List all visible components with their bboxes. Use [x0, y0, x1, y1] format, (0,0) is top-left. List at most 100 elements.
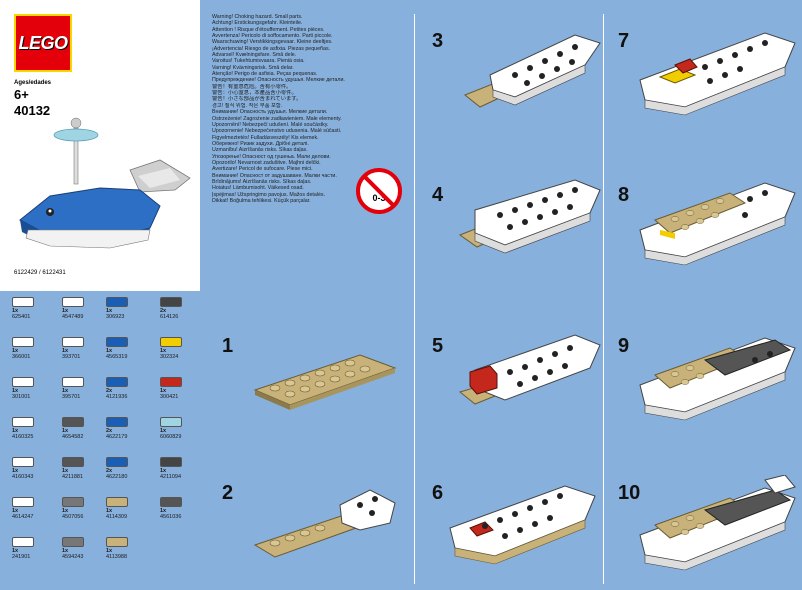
part-brick-icon: [12, 377, 34, 387]
warning-line: 警告：小心窒息，本產品含小零件。: [212, 90, 297, 97]
part-quantity: 1x: [12, 388, 19, 394]
cover-panel: LEGO Ages/edades 6+ 40132 6122429 / 6122…: [0, 0, 200, 290]
age-warning-badge: 0-3: [356, 168, 402, 214]
warning-line: 警告！小さな部品が含まれています。: [212, 96, 302, 103]
warning-line: Figyelmeztetés! Fulladásveszély! Kis ele…: [212, 134, 319, 141]
whale-model-image: [19, 117, 191, 249]
part-id: 366001: [12, 354, 31, 360]
warning-line: Uzmanību! Aizrīšanās risks. Sīkas daļas.: [212, 147, 308, 154]
part-id: 4547489: [62, 314, 84, 320]
part-id: 4211881: [62, 474, 84, 480]
warning-line: Brīdinājums! Aizrīšanās risks. Sīkas daļ…: [212, 178, 312, 185]
part-brick-icon: [106, 297, 128, 307]
part-brick-icon: [160, 417, 182, 427]
step-9-image: [639, 337, 796, 421]
step-6-image: [449, 485, 596, 565]
step-number-9: 9: [618, 335, 630, 357]
part-brick-icon: [106, 377, 128, 387]
warning-line: Varoitus! Tukehtumisvaara. Pieniä osia.: [212, 58, 305, 65]
warning-line: Hoiatus! Lämbumisoht. Väikesed osad.: [212, 185, 304, 192]
part-quantity: 2x: [106, 428, 113, 434]
step-1-image: [253, 354, 397, 410]
part-brick-icon: [160, 337, 182, 347]
part-id: 301001: [12, 394, 31, 400]
part-id: 4561036: [160, 514, 182, 520]
logo-text: LEGO: [18, 32, 68, 53]
part-quantity: 1x: [160, 508, 167, 514]
part-id: 395701: [62, 394, 81, 400]
part-brick-icon: [62, 497, 84, 507]
part-id: 241901: [12, 554, 31, 560]
step-number-5: 5: [432, 335, 444, 357]
warning-line: Upozornenie! Nebezpečenstvo udusenia. Ma…: [212, 128, 342, 135]
part-quantity: 1x: [160, 348, 167, 354]
part-quantity: 1x: [62, 348, 69, 354]
part-quantity: 1x: [62, 468, 69, 474]
part-brick-icon: [160, 297, 182, 307]
part-quantity: 1x: [160, 428, 167, 434]
part-id: 306923: [106, 314, 125, 320]
part-quantity: 1x: [62, 508, 69, 514]
part-quantity: 1x: [12, 548, 19, 554]
step-number-8: 8: [618, 184, 630, 206]
part-quantity: 2x: [106, 468, 113, 474]
step-number-7: 7: [618, 30, 630, 52]
warning-line: ¡Advertencia! Riesgo de asfixia. Piezas …: [212, 45, 331, 52]
part-quantity: 1x: [12, 428, 19, 434]
warning-line: Внимание! Опасность удушья. Мелкие детал…: [212, 109, 328, 116]
part-id: 4160343: [12, 474, 34, 480]
part-brick-icon: [106, 497, 128, 507]
part-quantity: 1x: [160, 388, 167, 394]
warning-line: Dikkat! Boğulma tehlikesi. Küçük parçala…: [212, 197, 311, 204]
step-number-4: 4: [432, 184, 444, 206]
ages-label: Ages/edades: [14, 80, 52, 86]
step-number-2: 2: [222, 482, 234, 504]
step-number-10: 10: [618, 482, 641, 504]
warning-line: Avertizare! Pericol de sufocare. Piese m…: [212, 166, 313, 173]
set-number: 40132: [14, 103, 51, 118]
part-id: 4121936: [106, 394, 128, 400]
part-quantity: 1x: [62, 308, 69, 314]
part-brick-icon: [62, 297, 84, 307]
part-id: 4614247: [12, 514, 34, 520]
part-brick-icon: [62, 417, 84, 427]
part-brick-icon: [160, 457, 182, 467]
part-quantity: 1x: [106, 508, 113, 514]
part-id: 300421: [160, 394, 179, 400]
age-badge-label: 0-3: [372, 193, 386, 203]
warning-line: Warning! Choking hazard. Small parts.: [212, 14, 303, 20]
divider-vertical-2: [603, 14, 604, 584]
warning-line: Обережно! Ризик задухи. Дрібні деталі.: [212, 140, 309, 147]
part-quantity: 1x: [12, 468, 19, 474]
warning-line: Ostrzeżenie! Zagrożenie zadławieniem. Ma…: [212, 115, 342, 122]
part-quantity: 1x: [62, 388, 69, 394]
warning-line: Упозорење! Опасност од гушења. Мали дело…: [212, 153, 331, 160]
part-id: 4507056: [62, 514, 84, 520]
part-brick-icon: [12, 297, 34, 307]
part-id: 625401: [12, 314, 31, 320]
part-brick-icon: [106, 337, 128, 347]
step-10-image: [639, 475, 796, 571]
step-number-1: 1: [222, 335, 234, 357]
part-brick-icon: [12, 417, 34, 427]
part-quantity: 1x: [106, 348, 113, 354]
part-id: 4114309: [106, 514, 128, 520]
warning-line: Atenção! Perigo de asfixia. Peças pequen…: [212, 71, 318, 78]
part-brick-icon: [12, 497, 34, 507]
part-quantity: 2x: [160, 308, 167, 314]
step-number-3: 3: [432, 30, 444, 52]
